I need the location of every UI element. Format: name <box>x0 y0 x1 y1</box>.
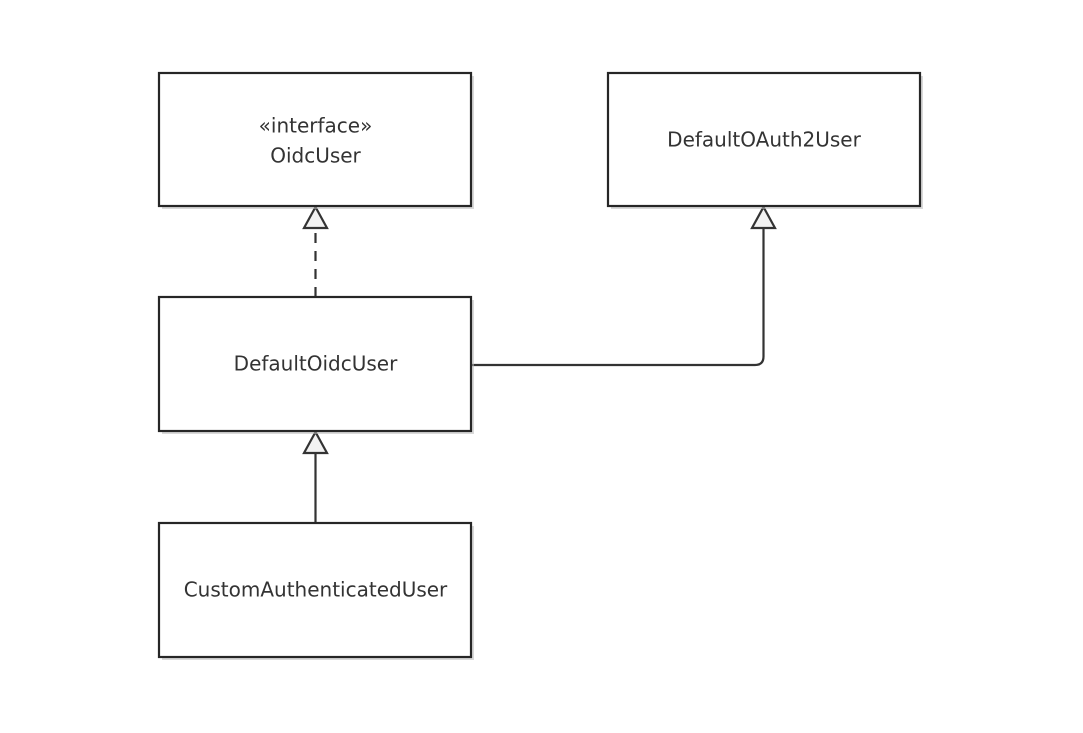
edge-generalization-defaultoidcuser-defaultoauth2user[interactable] <box>471 204 777 367</box>
hollow-triangle-arrowhead-icon <box>302 429 329 455</box>
hollow-triangle-arrowhead-icon <box>750 204 777 230</box>
class-stereotype-label: «interface» <box>259 114 373 138</box>
class-name-label: OidcUser <box>270 144 361 168</box>
class-box-border <box>606 71 922 208</box>
generalization-elbow-line <box>471 227 765 367</box>
class-name-label: CustomAuthenticatedUser <box>184 578 448 602</box>
class-box-border <box>157 295 473 433</box>
class-name-label: DefaultOidcUser <box>234 352 398 376</box>
hollow-triangle-arrowhead-icon <box>302 204 329 230</box>
class-box-border <box>157 521 473 659</box>
class-node-oidc-user[interactable]: «interface» OidcUser <box>157 71 474 209</box>
edge-generalization-customauthenticateduser-defaultoidcuser[interactable] <box>302 429 329 523</box>
class-node-custom-authenticated-user[interactable]: CustomAuthenticatedUser <box>157 521 474 660</box>
edge-realization-defaultoidcuser-oidcuser[interactable] <box>302 204 329 297</box>
class-node-default-oidc-user[interactable]: DefaultOidcUser <box>157 295 474 434</box>
class-box-border <box>157 71 473 208</box>
class-node-default-oauth2-user[interactable]: DefaultOAuth2User <box>606 71 923 209</box>
class-name-label: DefaultOAuth2User <box>667 128 861 152</box>
